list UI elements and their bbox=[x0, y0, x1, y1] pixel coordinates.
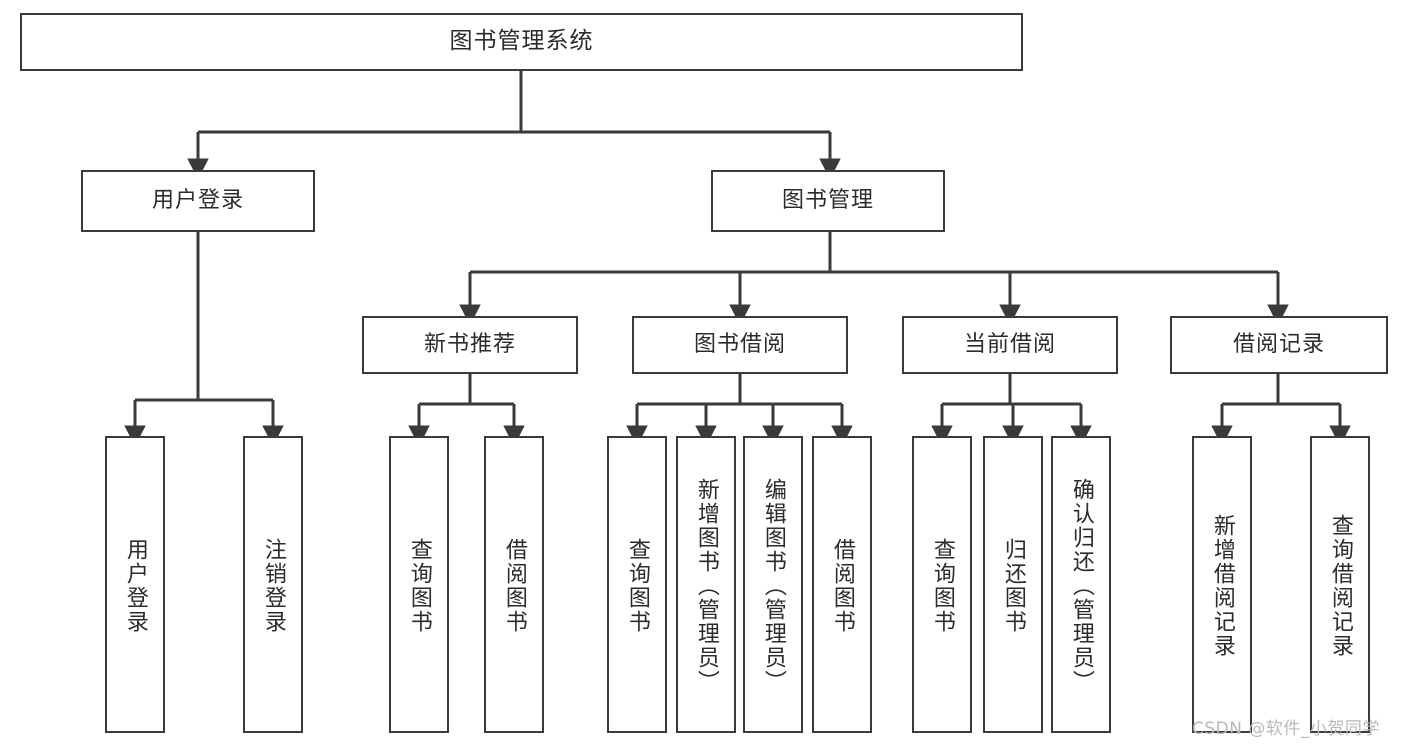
leaf-label: 借阅图书 bbox=[829, 537, 855, 634]
watermark: CSDN @软件_小贺同学 bbox=[1192, 719, 1380, 739]
leaf-query-book-newbook[interactable]: 查询图书 bbox=[389, 436, 449, 733]
leaf-label: 新增图书（管理员） bbox=[693, 477, 719, 694]
leaf-label: 用户登录 bbox=[122, 537, 148, 634]
leaf-label: 新增借阅记录 bbox=[1209, 513, 1235, 658]
leaf-borrow-book-newbook[interactable]: 借阅图书 bbox=[484, 436, 544, 733]
leaf-label: 查询借阅记录 bbox=[1327, 513, 1353, 658]
edge-newbook-to-leaves bbox=[408, 374, 525, 447]
edge-bookmgmt-to-level3 bbox=[459, 232, 1289, 326]
leaf-edit-book-admin[interactable]: 编辑图书（管理员） bbox=[743, 436, 803, 733]
leaf-add-book-admin[interactable]: 新增图书（管理员） bbox=[676, 436, 736, 733]
node-book-borrow[interactable]: 图书借阅 bbox=[632, 316, 848, 374]
leaf-user-login[interactable]: 用户登录 bbox=[105, 436, 165, 733]
leaf-label: 查询图书 bbox=[406, 537, 432, 634]
edge-borrowrecord-to-leaves bbox=[1211, 374, 1351, 447]
leaf-query-borrow-record[interactable]: 查询借阅记录 bbox=[1310, 436, 1370, 733]
leaf-user-logout[interactable]: 注销登录 bbox=[243, 436, 303, 733]
leaf-label: 查询图书 bbox=[624, 537, 650, 634]
edge-root-to-level2 bbox=[187, 71, 841, 180]
leaf-label: 查询图书 bbox=[929, 537, 955, 634]
leaf-label: 借阅图书 bbox=[501, 537, 527, 634]
leaf-confirm-return-admin[interactable]: 确认归还（管理员） bbox=[1051, 436, 1111, 733]
edge-borrowbook-to-leaves bbox=[626, 374, 853, 447]
leaf-label: 编辑图书（管理员） bbox=[760, 477, 786, 694]
node-book-management[interactable]: 图书管理 bbox=[711, 170, 945, 232]
node-borrow-record[interactable]: 借阅记录 bbox=[1170, 316, 1388, 374]
leaf-borrow-book[interactable]: 借阅图书 bbox=[812, 436, 872, 733]
edge-userlogin-to-leaves bbox=[124, 232, 284, 447]
leaf-query-book-borrow[interactable]: 查询图书 bbox=[607, 436, 667, 733]
leaf-label: 注销登录 bbox=[260, 537, 286, 634]
node-current-borrow[interactable]: 当前借阅 bbox=[902, 316, 1118, 374]
leaf-query-book-current[interactable]: 查询图书 bbox=[912, 436, 972, 733]
node-user-login[interactable]: 用户登录 bbox=[81, 170, 315, 232]
leaf-label: 归还图书 bbox=[1000, 537, 1026, 634]
node-root-library-management-system[interactable]: 图书管理系统 bbox=[20, 13, 1023, 71]
node-new-book-recommend[interactable]: 新书推荐 bbox=[362, 316, 578, 374]
leaf-add-borrow-record[interactable]: 新增借阅记录 bbox=[1192, 436, 1252, 733]
leaf-label: 确认归还（管理员） bbox=[1068, 477, 1094, 694]
leaf-return-book[interactable]: 归还图书 bbox=[983, 436, 1043, 733]
edge-currentborrow-to-leaves bbox=[931, 374, 1092, 447]
